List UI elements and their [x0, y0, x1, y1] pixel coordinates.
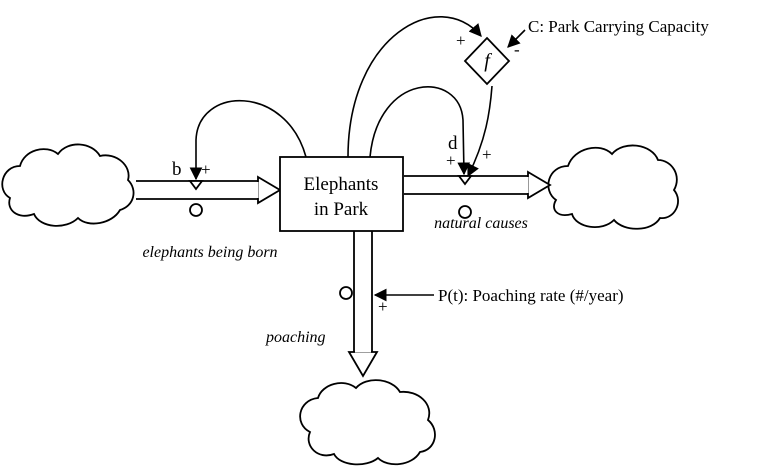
birth-flow-pipe	[136, 175, 282, 205]
link-stock-to-birth	[189, 99, 307, 181]
birth-valve-bulb	[189, 203, 203, 217]
death-rate-param: d	[448, 133, 458, 154]
birth-valve	[188, 180, 204, 191]
link-capacity-to-function	[507, 29, 526, 48]
death-link-sign-function: +	[482, 145, 492, 164]
link-stock-to-death	[369, 86, 471, 176]
poaching-link-sign: +	[378, 297, 388, 316]
birth-link-sign: +	[201, 160, 211, 179]
death-flow-label: natural causes	[434, 215, 528, 232]
death-link-sign-stock: +	[446, 151, 456, 170]
death-valve	[457, 175, 473, 186]
source-cloud-left	[1, 143, 135, 227]
poaching-valve-bulb	[339, 286, 353, 300]
stock-label-line2: in Park	[314, 199, 369, 220]
link-function-to-death	[467, 85, 493, 178]
stock-box	[279, 156, 404, 232]
function-sign-stock: +	[456, 31, 466, 50]
function-symbol: f	[484, 50, 492, 72]
capacity-parameter: C: Park Carrying Capacity	[528, 17, 709, 36]
sink-cloud-bottom	[299, 379, 436, 466]
function-sign-capacity: -	[514, 40, 520, 59]
stock-label-line1: Elephants	[304, 174, 379, 195]
poaching-rate-parameter: P(t): Poaching rate (#/year)	[438, 286, 624, 305]
birth-flow-label: elephants being born	[142, 244, 277, 261]
sink-cloud-right	[547, 144, 679, 230]
death-valve-bulb	[458, 205, 472, 219]
death-flow-pipe	[404, 170, 552, 200]
function-node	[463, 36, 511, 86]
poaching-flow-pipe	[347, 231, 379, 378]
poaching-flow-label: poaching	[265, 329, 326, 346]
link-stock-to-function	[347, 16, 482, 158]
birth-rate-param: b	[172, 159, 182, 180]
